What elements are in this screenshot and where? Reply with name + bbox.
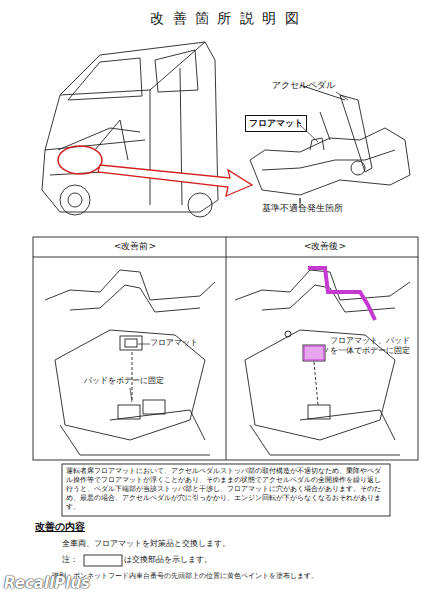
- label-text: 全車両、フロアマットを対策品と交換します。: [62, 539, 230, 549]
- node-box: フロアマット: [245, 115, 307, 132]
- node-text: <改善後>: [285, 240, 365, 253]
- node-text: <改善前>: [95, 240, 175, 253]
- node-box: <改善前>: [95, 240, 175, 253]
- title: 改 善 箇 所 説 明 図: [2, 10, 447, 28]
- node-text: 運転者席フロアマットにおいて、アクセルペダルストッパ部の取付構造が不適切なため、…: [66, 467, 386, 511]
- node-text: フロアマット: [249, 117, 303, 130]
- node-box: 運転者席フロアマットにおいて、アクセルペダルストッパ部の取付構造が不適切なため、…: [66, 467, 386, 511]
- label-text: フロアマット、パッドを一体でボデーに固定: [330, 336, 414, 356]
- label-text: パッドをボデーに固定: [84, 376, 164, 386]
- label-text: 改善の内容: [35, 521, 85, 534]
- label-text: は交換部品を示します。: [124, 555, 212, 565]
- label-text: 基準不適合発生箇所: [262, 203, 343, 214]
- label-text: 識別：ボンネットフード内車台番号の先頭部上の位置に黄色ペイントを塗布します。: [52, 571, 318, 580]
- label-text: アクセルペダル: [272, 80, 335, 91]
- node-box: <改善後>: [285, 240, 365, 253]
- label-text: RecallPlus: [4, 574, 90, 593]
- label-text: 注：: [62, 555, 78, 565]
- label-text: フロアマット: [150, 338, 198, 348]
